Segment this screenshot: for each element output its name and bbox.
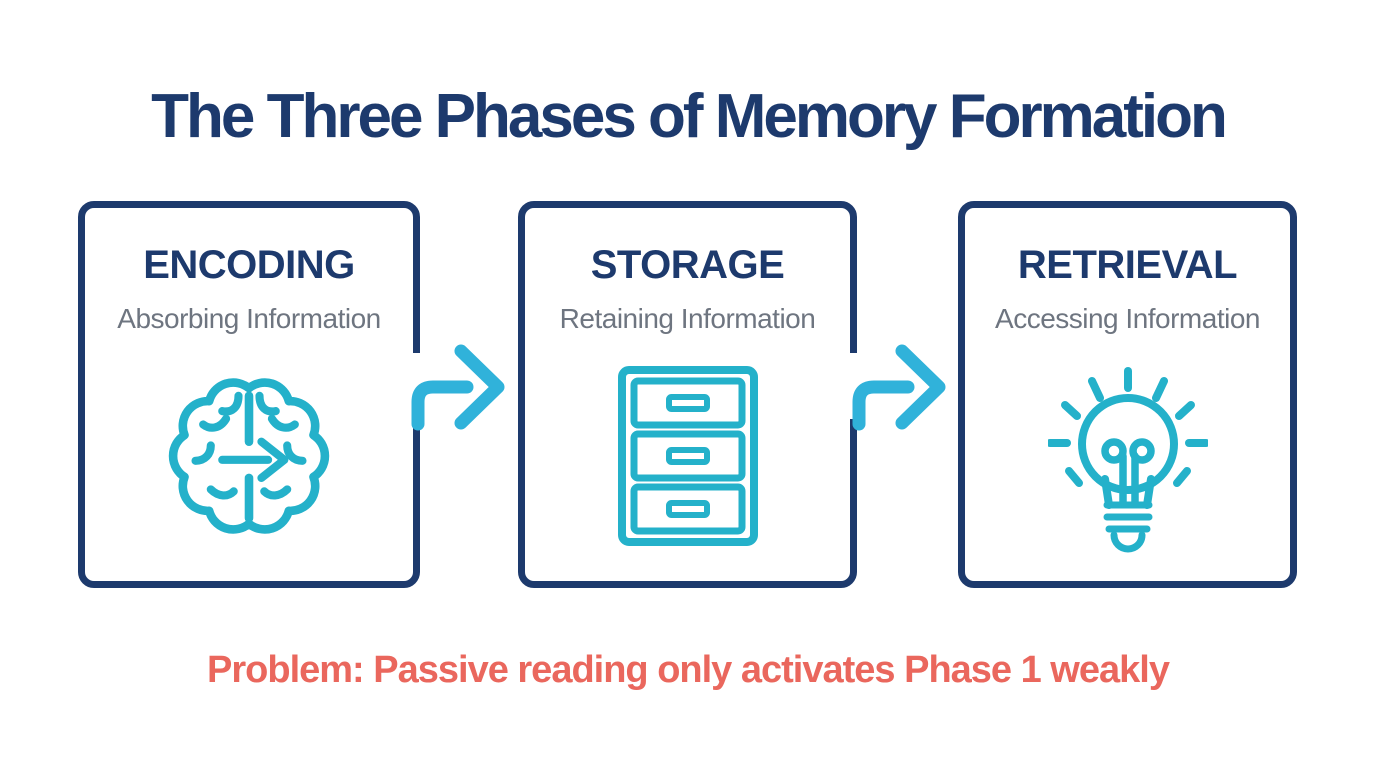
filing-cabinet-icon — [525, 366, 850, 546]
card-border-gap — [411, 353, 421, 419]
phase-subtitle: Absorbing Information — [117, 303, 381, 334]
card-border-gap — [848, 353, 858, 419]
lightbulb-icon — [965, 363, 1290, 553]
phase-card-encoding: ENCODING Absorbing Information — [78, 201, 420, 588]
problem-statement: Problem: Passive reading only activates … — [207, 649, 1170, 691]
arrow-right-icon — [848, 342, 958, 434]
arrow-right-icon — [407, 342, 517, 434]
page-title: The Three Phases of Memory Formation — [151, 82, 1228, 151]
phase-heading: ENCODING — [143, 243, 355, 287]
phase-heading: RETRIEVAL — [1017, 243, 1238, 287]
brain-icon — [85, 371, 413, 541]
phase-card-retrieval: RETRIEVAL Accessing Information — [958, 201, 1297, 588]
phase-subtitle: Retaining Information — [559, 303, 816, 334]
phase-subtitle: Accessing Information — [995, 303, 1260, 334]
phase-card-storage: STORAGE Retaining Information — [518, 201, 857, 588]
phase-heading: STORAGE — [590, 243, 785, 287]
